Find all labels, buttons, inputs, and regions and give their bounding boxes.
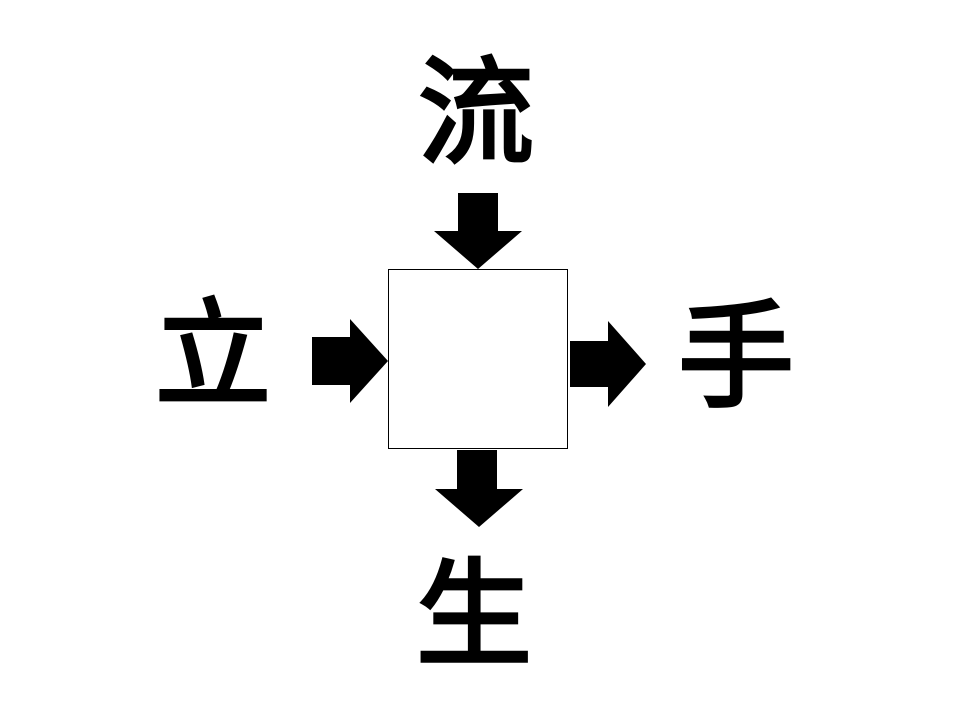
arrow-right-icon — [570, 321, 646, 407]
arrow-right-icon — [312, 319, 388, 403]
clue-kanji-left: 立 — [155, 288, 271, 423]
clue-kanji-top: 流 — [418, 46, 534, 181]
answer-input[interactable] — [389, 270, 567, 448]
answer-box[interactable] — [388, 269, 568, 449]
arrow-down-icon — [434, 193, 522, 269]
arrow-down-icon — [435, 450, 523, 527]
clue-kanji-bottom: 生 — [416, 548, 532, 683]
clue-kanji-right: 手 — [678, 290, 794, 425]
